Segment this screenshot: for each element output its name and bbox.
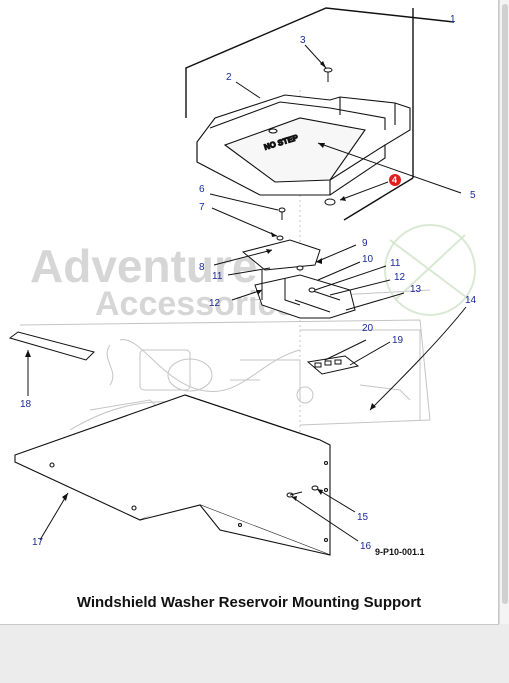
screw-item-3 [323, 67, 333, 82]
leader-arrowheads [25, 61, 376, 501]
callout-12a: 12 [209, 298, 221, 309]
callout-20: 20 [362, 323, 374, 334]
callout-3: 3 [300, 35, 306, 46]
callout-14: 14 [465, 295, 477, 306]
callout-17: 17 [32, 537, 44, 548]
mounting-bracket [241, 239, 356, 319]
callout-10: 10 [362, 254, 374, 265]
callout-15: 15 [357, 512, 369, 523]
figure-caption: Windshield Washer Reservoir Mounting Sup… [76, 594, 422, 611]
watermark-line1: Adventure [30, 240, 257, 292]
callout-16: 16 [360, 541, 372, 552]
callout-11a: 11 [212, 271, 223, 282]
callout-6: 6 [199, 184, 205, 195]
watermark-logo: Adventure Accessories [30, 224, 476, 323]
pump-item-19 [306, 355, 360, 375]
callout-18: 18 [20, 399, 32, 410]
callout-19: 19 [392, 335, 404, 346]
callout-12b: 12 [394, 272, 406, 283]
figure-reference: 9-P10-001.1 [375, 547, 425, 557]
washer-item-4 [324, 198, 336, 206]
callout-4: 4 [392, 175, 397, 185]
callout-1: 1 [450, 14, 456, 25]
callout-labels: 1 2 3 4 5 6 7 8 9 10 11 11 12 12 13 14 1… [20, 14, 477, 552]
callout-7: 7 [199, 202, 205, 213]
callout-8: 8 [199, 262, 205, 273]
callout-5: 5 [470, 190, 476, 201]
screw-item-6 [276, 207, 286, 241]
support-tray [14, 394, 331, 556]
callout-9: 9 [362, 238, 368, 249]
highlight-marker [389, 174, 401, 186]
fastener-item-16 [286, 485, 319, 498]
scrollbar-thumb[interactable] [502, 4, 508, 604]
hose-item-18 [8, 331, 95, 361]
vertical-scrollbar[interactable] [499, 0, 509, 624]
leader-lines [27, 44, 467, 542]
document-page: Adventure Accessories N [0, 0, 499, 625]
callout-2: 2 [226, 72, 232, 83]
exploded-parts-diagram: Adventure Accessories N [8, 7, 477, 556]
step-cover: NO STEP [196, 94, 411, 196]
callout-11b: 11 [390, 258, 401, 269]
assembly-bracket [185, 7, 455, 221]
callout-13: 13 [410, 284, 422, 295]
